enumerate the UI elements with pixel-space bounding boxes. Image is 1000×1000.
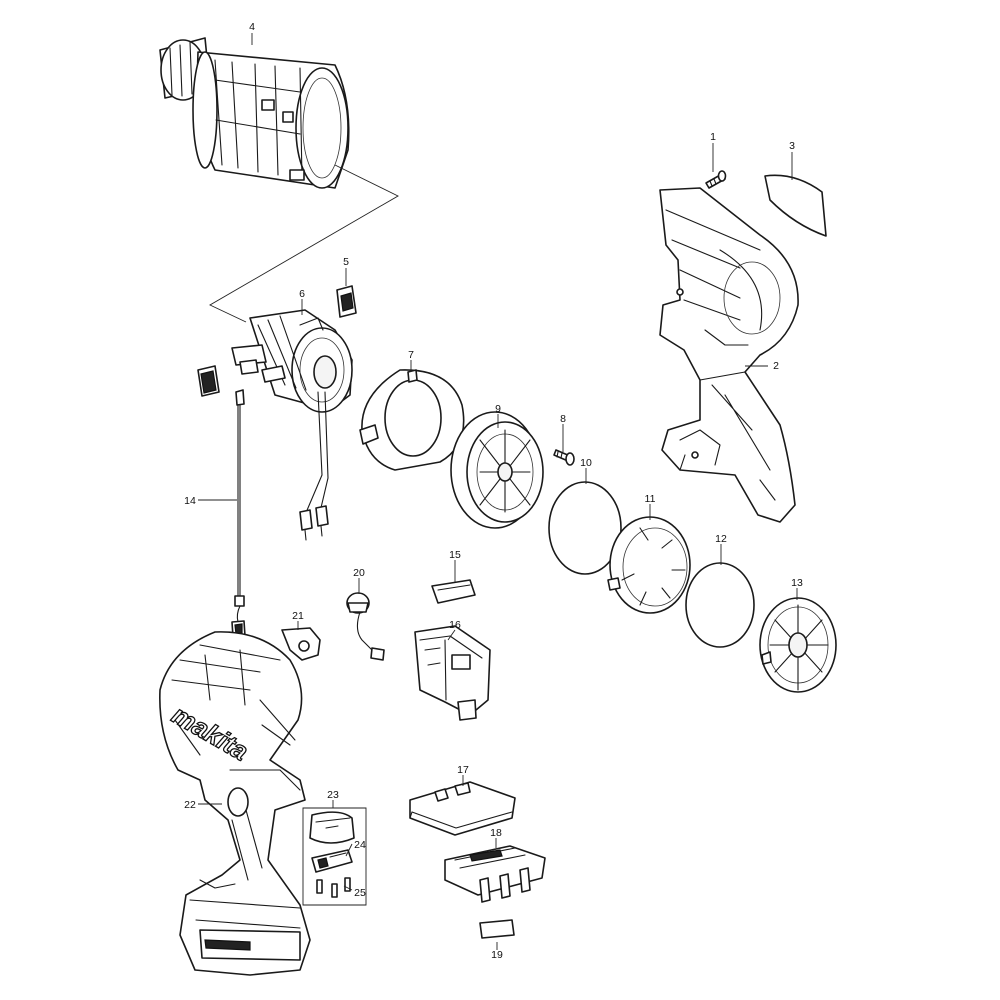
part-6-motor-unit — [231, 309, 353, 541]
part-16-switch-unit — [414, 625, 491, 721]
callout-24: 24 — [354, 839, 366, 851]
callout-17: 17 — [457, 764, 469, 776]
callout-5: 5 — [343, 256, 349, 268]
callout-10: 10 — [580, 457, 592, 469]
callout-23: 23 — [327, 789, 339, 801]
part-17-controller-board — [409, 781, 516, 836]
part-20-led-wire — [346, 592, 385, 661]
callout-19: 19 — [491, 949, 503, 961]
part-7-ring-frame — [359, 369, 465, 471]
callout-21: 21 — [292, 610, 304, 622]
callout-22: 22 — [184, 799, 196, 811]
part-19-label — [479, 919, 515, 939]
callout-3: 3 — [789, 140, 795, 152]
callout-12: 12 — [715, 533, 727, 545]
callout-2: 2 — [773, 360, 779, 372]
callout-11: 11 — [645, 493, 656, 505]
part-10-disc — [548, 481, 622, 575]
callout-6: 6 — [299, 288, 305, 300]
callout-9: 9 — [495, 403, 501, 415]
callout-labels: 4 1 3 2 5 6 7 8 9 10 11 12 13 14 15 16 1… — [184, 21, 803, 961]
callout-20: 20 — [353, 567, 365, 579]
part-3-label — [764, 174, 827, 237]
callout-7: 7 — [408, 349, 414, 361]
part-11-ring — [607, 516, 691, 614]
callout-18: 18 — [490, 827, 502, 839]
callout-4: 4 — [249, 21, 255, 33]
part-4-motor-housing — [159, 37, 350, 189]
callout-15: 15 — [449, 549, 461, 561]
assembly-link-lines — [209, 164, 399, 323]
part-12-disc — [685, 562, 755, 648]
part-9-fan-cover — [450, 411, 544, 529]
part-5-block — [336, 285, 357, 318]
callout-25: 25 — [354, 887, 366, 899]
part-21-bracket — [281, 627, 321, 661]
part-18-battery-terminal — [444, 845, 546, 903]
callout-13: 13 — [791, 577, 803, 589]
part-15-switch-button — [431, 579, 476, 604]
callout-8: 8 — [560, 413, 566, 425]
part-14-wire-lead — [231, 389, 246, 638]
callout-14: 14 — [184, 495, 196, 507]
part-1-screw — [705, 170, 727, 189]
leader-lines — [198, 33, 798, 950]
callout-1: 1 — [710, 131, 716, 143]
part-23-25-led-group — [302, 807, 367, 906]
part-13-end-cap — [759, 597, 837, 693]
part-sensor-block — [197, 365, 220, 397]
part-8-screw — [553, 449, 575, 466]
part-2-housing-right — [659, 187, 799, 523]
callout-16: 16 — [449, 619, 461, 631]
part-22-housing-left: makita — [159, 631, 311, 976]
